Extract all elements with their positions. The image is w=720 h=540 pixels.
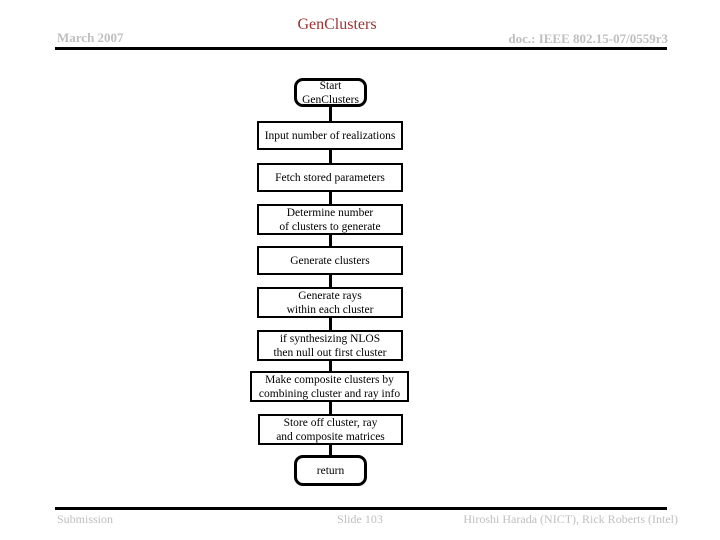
footer-rule [55,507,667,510]
flow-connector [329,401,332,415]
slide-title: GenClusters [297,16,377,33]
footer-authors: Hiroshi Harada (NICT), Rick Roberts (Int… [463,512,678,526]
flow-connector [329,360,332,372]
flow-node-fetch-parameters: Fetch stored parameters [257,163,403,192]
flow-node-determine-clusters: Determine number of clusters to generate [257,204,403,235]
flow-connector [329,149,332,164]
flow-connector [329,317,332,331]
flow-connector [329,106,332,122]
flow-connector [329,191,332,205]
header-date: March 2007 [57,30,124,45]
flow-connector [329,274,332,288]
flow-connector [329,444,332,456]
flow-node-generate-clusters: Generate clusters [257,246,403,275]
header-rule [55,47,667,50]
footer-slide-number: Slide 103 [337,512,383,526]
header-doc-number: doc.: IEEE 802.15-07/0559r3 [508,31,668,46]
footer-submission-label: Submission [57,512,114,526]
flow-node-start: Start GenClusters [294,78,367,107]
flow-connector [329,234,332,247]
flow-node-make-composite: Make composite clusters by combining clu… [250,371,409,402]
flow-node-input-realizations: Input number of realizations [257,121,403,150]
flow-node-store-matrices: Store off cluster, ray and composite mat… [258,414,403,445]
flow-node-generate-rays: Generate rays within each cluster [257,287,403,318]
flow-node-return: return [294,455,367,486]
flow-node-nlos-null-first: if synthesizing NLOS then null out first… [257,330,403,361]
